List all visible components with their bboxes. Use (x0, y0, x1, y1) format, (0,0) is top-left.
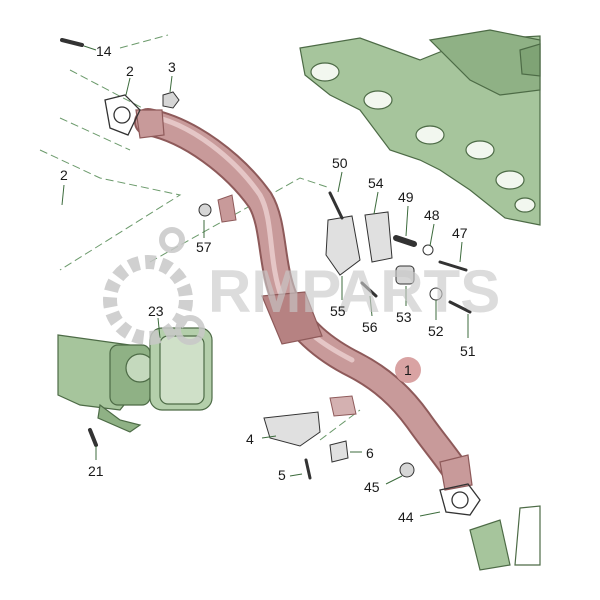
bracket-4-part (263, 411, 321, 447)
bracket-54-part (364, 211, 393, 263)
callout-45[interactable]: 45 (364, 479, 380, 495)
bolt-14-part (60, 38, 84, 47)
bolt-50-part (328, 191, 344, 220)
callout-52[interactable]: 52 (428, 323, 444, 339)
hardware-parts (60, 38, 472, 480)
gear-watermark-icon (103, 255, 193, 345)
gasket-44 (439, 483, 481, 516)
downstream-pipe-section (469, 505, 541, 571)
callout-54[interactable]: 54 (368, 175, 384, 191)
nut-3-part (162, 91, 180, 109)
bushing-53-part (395, 265, 415, 285)
watermark-text: RMPARTS (208, 258, 500, 325)
callout-53[interactable]: 53 (396, 309, 412, 325)
callout-3[interactable]: 3 (168, 59, 176, 75)
leader-lines (61, 45, 469, 517)
washer-48-part (422, 244, 434, 256)
spring-49-part (393, 235, 417, 247)
callout-4[interactable]: 4 (246, 431, 254, 447)
callout-1-badge (395, 357, 421, 383)
callout-44[interactable]: 44 (398, 509, 414, 525)
callout-47[interactable]: 47 (452, 225, 468, 241)
callout-48[interactable]: 48 (424, 207, 440, 223)
callout-labels: 14 2 3 2 57 23 21 50 54 49 48 47 55 56 5… (60, 43, 476, 525)
clip-6-part (329, 440, 349, 463)
gaskets (104, 94, 481, 516)
bolt-47-part (438, 260, 468, 272)
exhaust-manifold (299, 29, 541, 226)
callout-55[interactable]: 55 (330, 303, 346, 319)
callout-51[interactable]: 51 (460, 343, 476, 359)
callout-57[interactable]: 57 (196, 239, 212, 255)
callout-2[interactable]: 2 (126, 63, 134, 79)
egr-cooler (57, 327, 213, 433)
gasket-2 (104, 94, 141, 136)
bolt-56-part (360, 281, 378, 298)
watermark: RMPARTS (103, 227, 500, 345)
dashed-guide-lines (39, 34, 361, 441)
callout-5[interactable]: 5 (278, 467, 286, 483)
callout-49[interactable]: 49 (398, 189, 414, 205)
bracket-55-part (325, 215, 361, 276)
callout-56[interactable]: 56 (362, 319, 378, 335)
callout-2-left[interactable]: 2 (60, 167, 68, 183)
nut-57-part (198, 203, 212, 217)
bolt-51-part (448, 300, 472, 314)
callout-21[interactable]: 21 (88, 463, 104, 479)
callout-1[interactable]: 1 (404, 362, 412, 378)
bolt-5-part (304, 458, 312, 480)
exhaust-pipe (134, 108, 473, 491)
callout-6[interactable]: 6 (366, 445, 374, 461)
bolt-21-part (88, 428, 98, 447)
callout-23[interactable]: 23 (148, 303, 164, 319)
callout-14[interactable]: 14 (96, 43, 112, 59)
nut-45-part (399, 462, 415, 478)
callout-50[interactable]: 50 (332, 155, 348, 171)
